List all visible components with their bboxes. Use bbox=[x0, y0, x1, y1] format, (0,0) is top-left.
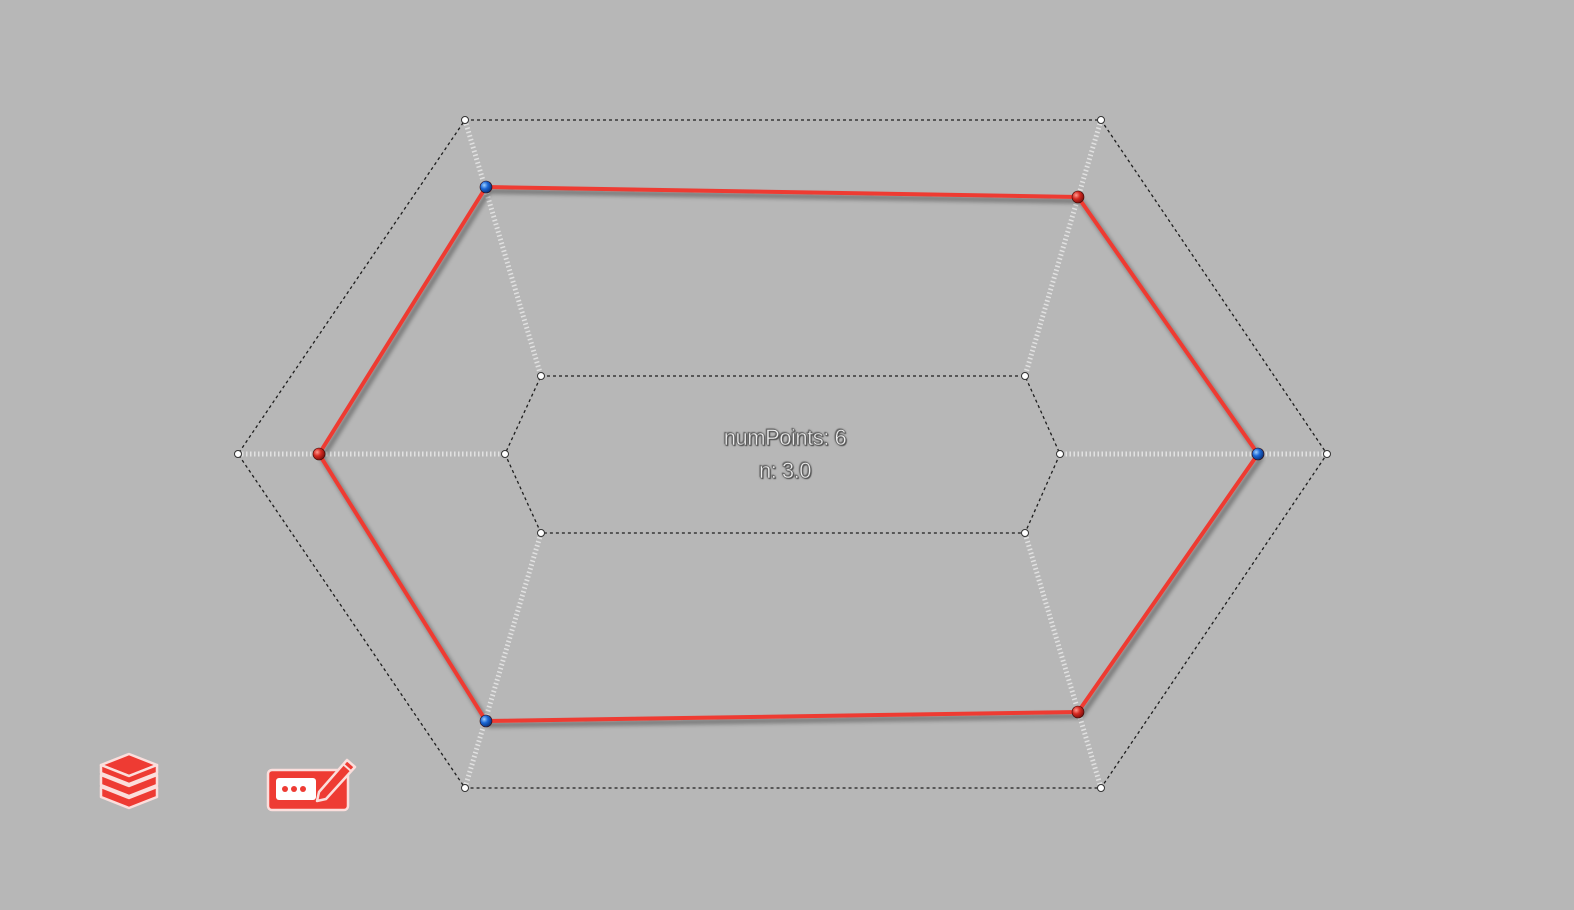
control-point-red-3[interactable] bbox=[312, 447, 326, 461]
outer-vertex-5[interactable] bbox=[461, 784, 469, 792]
inner-guide-hexagon bbox=[504, 375, 1061, 534]
outer-guide-hexagon bbox=[237, 119, 1328, 789]
spoke-bottom-left bbox=[462, 532, 544, 789]
spoke-top-left bbox=[462, 119, 544, 377]
control-point-red-2[interactable] bbox=[1071, 705, 1085, 719]
edit-input-pencil-icon bbox=[266, 758, 357, 812]
inner-vertex-2[interactable] bbox=[1021, 372, 1029, 380]
n-value-label: n: 3.0 bbox=[758, 458, 812, 484]
outer-vertex-6[interactable] bbox=[234, 450, 242, 458]
control-point-blue-1[interactable] bbox=[479, 180, 493, 194]
spoke-bottom-right bbox=[1022, 532, 1104, 789]
control-point-red-1[interactable] bbox=[1071, 190, 1085, 204]
red-shape-outline bbox=[317, 185, 1260, 723]
spoke-top-right bbox=[1022, 119, 1104, 377]
inner-vertex-1[interactable] bbox=[537, 372, 545, 380]
control-point-blue-2[interactable] bbox=[1251, 447, 1265, 461]
layers-stack-icon bbox=[99, 752, 159, 810]
inner-vertex-3[interactable] bbox=[1056, 450, 1064, 458]
outer-vertex-1[interactable] bbox=[461, 116, 469, 124]
outer-vertex-2[interactable] bbox=[1097, 116, 1105, 124]
shape-control-points[interactable] bbox=[312, 180, 1265, 728]
outer-vertex-4[interactable] bbox=[1097, 784, 1105, 792]
spoke-lines bbox=[238, 119, 1327, 789]
outer-vertex-3[interactable] bbox=[1323, 450, 1331, 458]
edit-input-button[interactable] bbox=[264, 754, 358, 816]
inner-vertex-6[interactable] bbox=[501, 450, 509, 458]
inner-vertex-5[interactable] bbox=[537, 529, 545, 537]
num-points-label: numPoints: 6 bbox=[723, 425, 847, 451]
control-point-blue-3[interactable] bbox=[479, 714, 493, 728]
guide-vertices[interactable] bbox=[234, 116, 1331, 792]
inner-vertex-4[interactable] bbox=[1021, 529, 1029, 537]
layers-button[interactable] bbox=[97, 750, 161, 820]
